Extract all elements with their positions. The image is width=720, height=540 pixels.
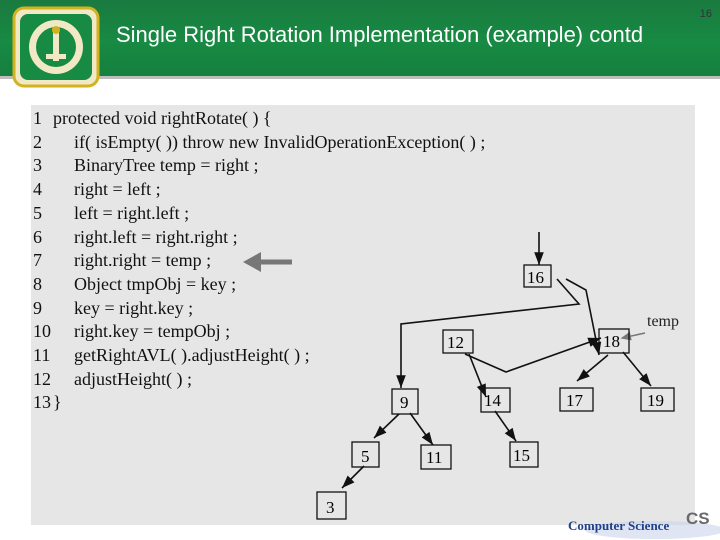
line-number: 10 (33, 321, 51, 341)
header-divider (0, 76, 720, 79)
university-logo (12, 6, 100, 88)
line-number: 5 (33, 203, 42, 223)
edge-12-18 (464, 337, 602, 373)
edge-14-15 (494, 410, 517, 442)
slide-number: 16 (699, 8, 712, 20)
node-label: 16 (527, 268, 544, 287)
node-label: 14 (484, 391, 502, 410)
edge-12-14 (468, 353, 487, 398)
code-text: right.key = tempObj ; (74, 321, 231, 341)
tree-node-12: 12 (442, 329, 474, 354)
node-label: 12 (447, 333, 464, 352)
line-number: 12 (33, 369, 51, 389)
edge-5-3 (341, 465, 365, 489)
code-text: right.left = right.right ; (74, 227, 238, 247)
tree-node-15: 15 (509, 441, 539, 468)
node-label: 17 (566, 391, 584, 410)
node-label: 5 (361, 447, 370, 466)
temp-pointer-arrow (620, 331, 646, 341)
footer-department-text: Computer Science (568, 518, 670, 533)
line-number: 4 (33, 179, 42, 199)
code-text: BinaryTree temp = right ; (74, 155, 259, 175)
edge-18-19 (622, 351, 652, 387)
line-number: 6 (33, 227, 42, 247)
node-label: 3 (326, 498, 335, 517)
line-number: 1 (33, 108, 42, 128)
tree-node-18: 18 (598, 328, 630, 354)
slide-header (0, 0, 720, 76)
code-text: adjustHeight( ) ; (74, 369, 192, 389)
tree-node-3: 3 (316, 491, 347, 520)
line-number: 13 (33, 392, 51, 412)
line-number: 9 (33, 298, 42, 318)
edge-16-left (396, 278, 581, 388)
edge-16-right (565, 278, 602, 356)
content-panel: 1 protected void rightRotate( ) { 2 if( … (31, 105, 695, 525)
node-label: 15 (513, 446, 530, 465)
code-text: protected void rightRotate( ) { (53, 108, 272, 128)
code-text: left = right.left ; (74, 203, 190, 223)
tree-node-5: 5 (351, 441, 380, 468)
edge-9-11 (409, 412, 434, 446)
code-text: Object tmpObj = key ; (74, 274, 237, 294)
avl-tree-diagram: temp 16 12 18 9 14 17 19 (243, 232, 679, 520)
tree-node-17: 17 (559, 387, 594, 412)
line-number: 11 (33, 345, 51, 365)
line-number: 3 (33, 155, 42, 175)
tree-node-14: 14 (480, 387, 511, 413)
edge-18-17 (576, 354, 609, 382)
line-7-pointer-arrow (243, 252, 292, 272)
code-text: right = left ; (74, 179, 161, 199)
node-label: 19 (647, 391, 664, 410)
code-text: getRightAVL( ).adjustHeight( ) ; (74, 345, 310, 365)
line-number: 7 (33, 250, 42, 270)
line-number: 2 (33, 132, 42, 152)
tree-node-19: 19 (640, 387, 675, 412)
slide-title: Single Right Rotation Implementation (ex… (116, 22, 644, 47)
code-text: key = right.key ; (74, 298, 194, 318)
tree-node-9: 9 (391, 388, 419, 415)
code-text: if( isEmpty( )) throw new InvalidOperati… (74, 132, 486, 152)
node-label: 18 (603, 332, 620, 351)
footer-logo (560, 508, 720, 540)
node-label: 9 (400, 393, 409, 412)
line-number: 8 (33, 274, 42, 294)
tree-node-16: 16 (523, 264, 552, 288)
edge-9-5 (373, 413, 400, 439)
temp-label: temp (647, 313, 679, 330)
tree-node-11: 11 (420, 444, 452, 470)
footer-badge: CS (686, 509, 710, 528)
code-text: right.right = temp ; (74, 250, 212, 270)
node-label: 11 (426, 448, 442, 467)
code-text: } (53, 392, 62, 412)
